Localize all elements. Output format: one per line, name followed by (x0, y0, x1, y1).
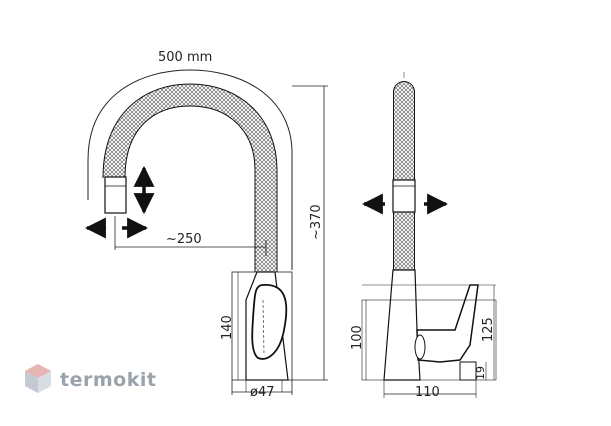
spray-head (104, 176, 127, 214)
hose-length-arc (87, 69, 293, 270)
side-lever (416, 284, 479, 363)
base-diameter-label: ø47 (250, 385, 275, 400)
brand-name: termokit (60, 369, 156, 391)
brand-logo: termokit (25, 364, 156, 393)
faucet-lever (251, 284, 288, 360)
reach-label: ~250 (166, 232, 202, 247)
front-view: 500 mm ~250 ~370 140 ø47 (84, 50, 328, 400)
lever-height-label: 125 (481, 317, 496, 342)
height-label: ~370 (309, 204, 324, 240)
side-spray-head (392, 179, 416, 213)
side-base (383, 269, 421, 381)
brand-cube-icon (25, 364, 51, 393)
hose-length-label: 500 mm (158, 50, 212, 65)
thread-height-label: 19 (474, 366, 487, 380)
hose-mesh-inner (103, 84, 277, 272)
base-height-label: 140 (220, 315, 235, 340)
side-base-height-label: 100 (350, 325, 365, 350)
side-view: 100 125 110 19 (350, 72, 497, 400)
base-outline (231, 271, 293, 381)
side-width-label: 110 (415, 385, 440, 400)
